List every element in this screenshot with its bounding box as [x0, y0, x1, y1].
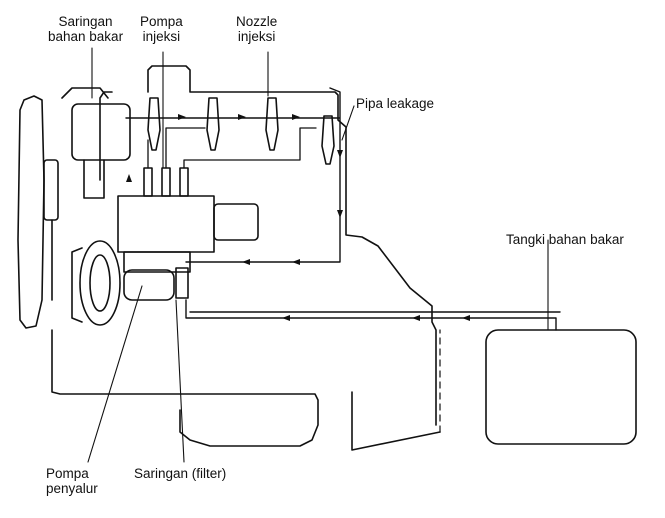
- fan-blade: [17, 95, 45, 329]
- injection-pump-body: [117, 195, 215, 253]
- fuel-strainer: [175, 267, 189, 299]
- fuel-tank: [485, 329, 637, 445]
- label-line: Saringan: [58, 14, 113, 29]
- label-pipa-leakage: Pipa leakage: [356, 96, 435, 111]
- pump-delivery-valves: [143, 167, 189, 197]
- crank-pulley-inner: [89, 254, 111, 312]
- engine-block-outline: [147, 65, 441, 451]
- label-saringan-bahan-bakar: Saringan bahan bakar: [48, 14, 123, 44]
- feed-pump: [123, 269, 175, 301]
- label-line: Pompa: [140, 14, 183, 29]
- label-line: injeksi: [142, 29, 181, 44]
- high-pressure-pipes: [147, 127, 317, 169]
- leakage-pipe: [125, 87, 341, 263]
- label-nozzle-injeksi: Nozzle injeksi: [236, 14, 277, 44]
- supply-line: [185, 299, 561, 331]
- injection-pump-lower: [123, 251, 191, 273]
- label-saringan-filter: Saringan (filter): [134, 466, 227, 481]
- label-line: penyalur: [46, 481, 98, 496]
- fuel-filter-cap: [61, 87, 109, 199]
- label-pompa-injeksi: Pompa injeksi: [140, 14, 183, 44]
- label-tangki-bahan-bakar: Tangki bahan bakar: [506, 232, 624, 247]
- nozzle-injectors: [147, 97, 335, 165]
- crank-pulley: [79, 240, 121, 326]
- leader-lines: [87, 47, 549, 463]
- label-line: Nozzle: [236, 14, 278, 29]
- label-line: bahan bakar: [48, 29, 124, 44]
- label-pompa-penyalur: Pompa penyalur: [46, 466, 98, 496]
- engine-crankcase-outline: [51, 329, 319, 447]
- fuel-filter-body: [71, 103, 131, 161]
- engine-front-outline: [51, 91, 113, 301]
- flow-arrows: [126, 114, 470, 321]
- injection-pump-governor: [213, 203, 259, 241]
- label-line: injeksi: [237, 29, 276, 44]
- label-line: Pompa: [46, 466, 89, 481]
- fan-hub: [43, 159, 59, 221]
- crank-pulley-belt: [71, 247, 83, 323]
